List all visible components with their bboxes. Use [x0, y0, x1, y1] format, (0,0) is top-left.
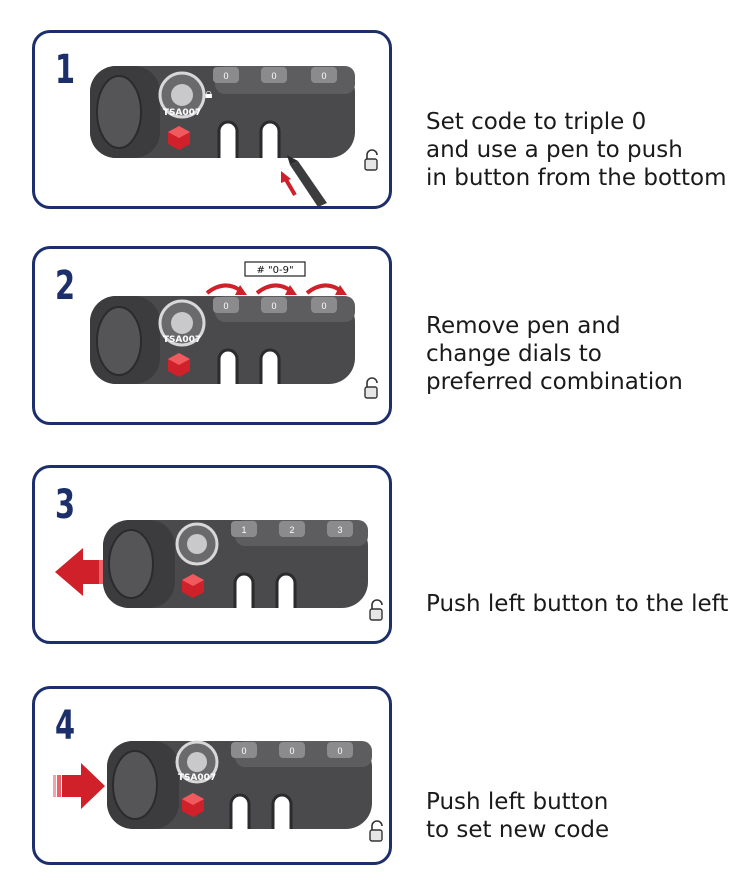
step-number: 1	[55, 47, 75, 93]
rotate-arrow	[305, 283, 343, 295]
step-3-panel: 3 1 2 3	[32, 465, 392, 644]
unlocked-padlock-icon	[369, 599, 383, 621]
shackle-slot	[233, 572, 255, 608]
dial-digit: 0	[271, 71, 276, 81]
unlocked-padlock-icon	[369, 820, 383, 842]
dial-2: 2	[279, 521, 305, 537]
lock-illustration: TSA007 🔒︎ 0 0 0	[90, 66, 378, 206]
dial-digit: 1	[241, 525, 246, 535]
step-4-panel: 4 TSA007 0 0 0	[32, 686, 392, 865]
push-left-arrow	[55, 548, 99, 596]
dial-3: 0	[327, 742, 353, 758]
dial-digit: 0	[321, 71, 326, 81]
dial-digit: 0	[289, 746, 294, 756]
shackle-slot	[229, 793, 251, 829]
left-button-face	[96, 75, 142, 149]
push-arrow	[283, 176, 297, 197]
step-number: 3	[55, 482, 75, 528]
dial-1: 1	[231, 521, 257, 537]
shackle-slot	[217, 348, 239, 384]
lock-illustration: 1 2 3	[55, 520, 383, 621]
range-label-box	[244, 261, 306, 277]
tsa-label: TSA007	[163, 335, 201, 345]
tsa-label: TSA007	[163, 108, 201, 118]
step-2-panel: 2 # "0-9" TSA007 0 0 0	[32, 246, 392, 425]
left-button-face	[96, 306, 142, 376]
dial-1: 0	[213, 67, 239, 83]
step-4-instruction: Push left button to set new code	[426, 789, 610, 843]
tsa-label: TSA007	[178, 773, 216, 783]
rotate-arrow	[255, 283, 293, 295]
dial-digit: 3	[337, 525, 342, 535]
step-3-instruction: Push left button to the left	[426, 591, 729, 617]
range-label: # "0-9"	[256, 265, 293, 276]
dial-3: 3	[327, 521, 353, 537]
shackle-slot	[259, 348, 281, 384]
unlocked-padlock-icon	[364, 377, 378, 399]
keyhole-core	[171, 84, 193, 106]
dial-digit: 0	[241, 746, 246, 756]
lock-illustration: TSA007 0 0 0	[53, 740, 383, 842]
dial-digit: 0	[321, 301, 326, 311]
shackle-slot	[217, 120, 239, 158]
pen	[290, 161, 327, 206]
lock-illustration: # "0-9" TSA007 0 0 0	[90, 261, 378, 399]
step-1-panel: 1 TSA007 🔒︎ 0 0 0	[32, 30, 392, 209]
push-right-arrow	[53, 775, 56, 797]
shackle-slot	[259, 120, 281, 158]
dial-2: 0	[279, 742, 305, 758]
dial-1: 0	[213, 297, 239, 313]
rotate-arrow	[205, 283, 243, 295]
dial-digit: 2	[289, 525, 294, 535]
left-button-face	[112, 750, 158, 820]
lock-icon: 🔒︎	[205, 85, 212, 101]
dial-digit: 0	[223, 71, 228, 81]
dial-digit: 0	[337, 746, 342, 756]
shackle-slot	[271, 793, 293, 829]
dial-digit: 0	[271, 301, 276, 311]
shackle-slot	[275, 572, 297, 608]
step-2-instruction: Remove pen and change dials to preferred…	[426, 313, 683, 395]
step-number: 4	[55, 703, 75, 749]
dial-digit: 0	[223, 301, 228, 311]
left-button-face	[108, 529, 154, 599]
dial-1: 0	[231, 742, 257, 758]
dial-2: 0	[261, 67, 287, 83]
dial-2: 0	[261, 297, 287, 313]
dial-3: 0	[311, 297, 337, 313]
step-number: 2	[55, 263, 75, 309]
dial-3: 0	[311, 67, 337, 83]
unlocked-padlock-icon	[364, 149, 378, 171]
step-1-instruction: Set code to triple 0 and use a pen to pu…	[426, 109, 727, 191]
